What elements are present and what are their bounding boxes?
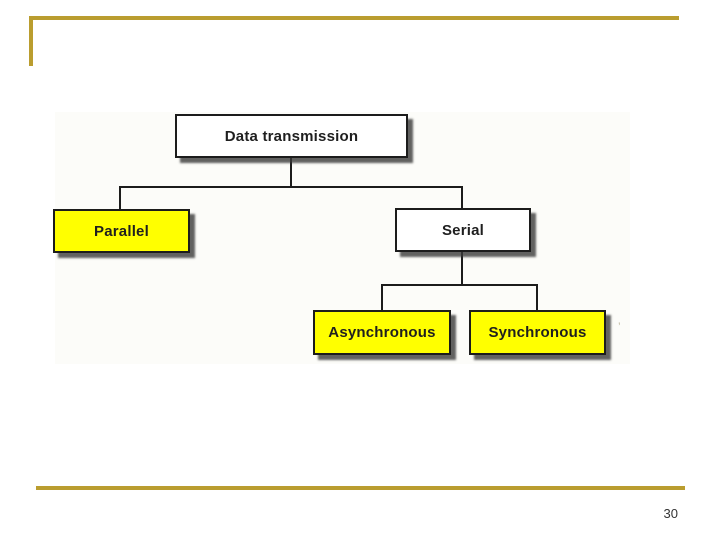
- node-asynchronous: Asynchronous: [313, 310, 451, 355]
- node-data-transmission: Data transmission: [175, 114, 408, 158]
- connector-to-synchronous: [536, 284, 538, 312]
- scan-artifact: ’: [618, 320, 621, 334]
- node-synchronous: Synchronous: [469, 310, 606, 355]
- connector-level2-rail: [381, 284, 538, 286]
- connector-level1-rail: [119, 186, 463, 188]
- node-serial: Serial: [395, 208, 531, 252]
- connector-root-down: [290, 158, 292, 188]
- page-number: 30: [663, 506, 678, 521]
- node-parallel: Parallel: [53, 209, 190, 253]
- connector-to-parallel: [119, 186, 121, 211]
- top-border-line: [29, 16, 679, 20]
- left-border-line: [29, 16, 33, 66]
- connector-serial-down: [461, 252, 463, 286]
- connector-to-serial: [461, 186, 463, 210]
- bottom-border-line: [36, 486, 685, 490]
- connector-to-asynchronous: [381, 284, 383, 312]
